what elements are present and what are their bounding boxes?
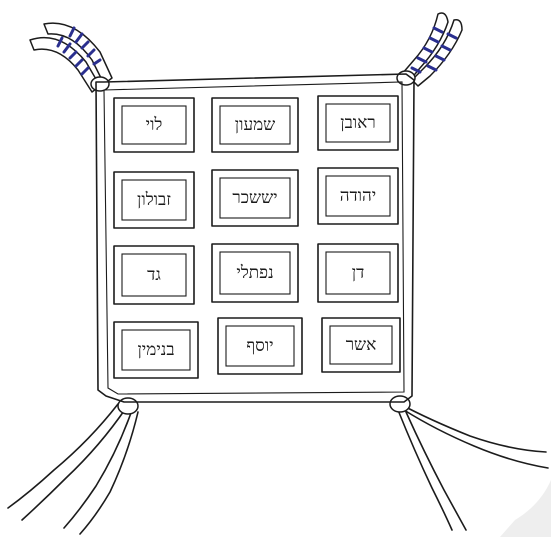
stone-shimon: שמעון <box>211 97 299 153</box>
stone-yissachar: יששכר <box>211 169 299 227</box>
stone-label: יהודה <box>340 186 377 206</box>
top-left-cords <box>29 22 113 93</box>
breastplate-frame <box>95 73 415 403</box>
stone-label: גד <box>147 265 161 285</box>
paper-corner-shadow <box>500 480 551 537</box>
stone-label: ראובן <box>340 113 375 133</box>
stone-asher: אשר <box>321 317 401 373</box>
bottom-left-cords <box>7 397 139 535</box>
stone-label: שמעון <box>235 115 275 135</box>
stone-label: אשר <box>346 335 377 355</box>
stone-reuven: ראובן <box>317 95 399 151</box>
stone-zevulun: זבולון <box>113 171 195 229</box>
stone-label: לוי <box>146 115 163 135</box>
stone-label: יששכר <box>232 188 277 208</box>
stone-label: זבולון <box>137 190 171 210</box>
stone-gad: גד <box>113 245 195 305</box>
stone-label: דן <box>352 263 365 283</box>
top-right-cords <box>396 12 463 87</box>
stone-yosef: יוסף <box>217 317 303 375</box>
stone-dan: דן <box>317 243 399 303</box>
stone-label: יוסף <box>246 336 273 356</box>
stone-levi: לוי <box>113 97 195 153</box>
stone-binyamin: בנימין <box>113 321 199 379</box>
stone-label: נפתלי <box>236 263 273 283</box>
stone-label: בנימין <box>137 340 174 360</box>
stone-naftali: נפתלי <box>211 243 299 303</box>
stone-grid: לוי שמעון ראובן זבולון יששכר יהודה <box>113 95 401 379</box>
stone-yehuda: יהודה <box>317 167 399 225</box>
bottom-right-cords <box>389 395 549 531</box>
